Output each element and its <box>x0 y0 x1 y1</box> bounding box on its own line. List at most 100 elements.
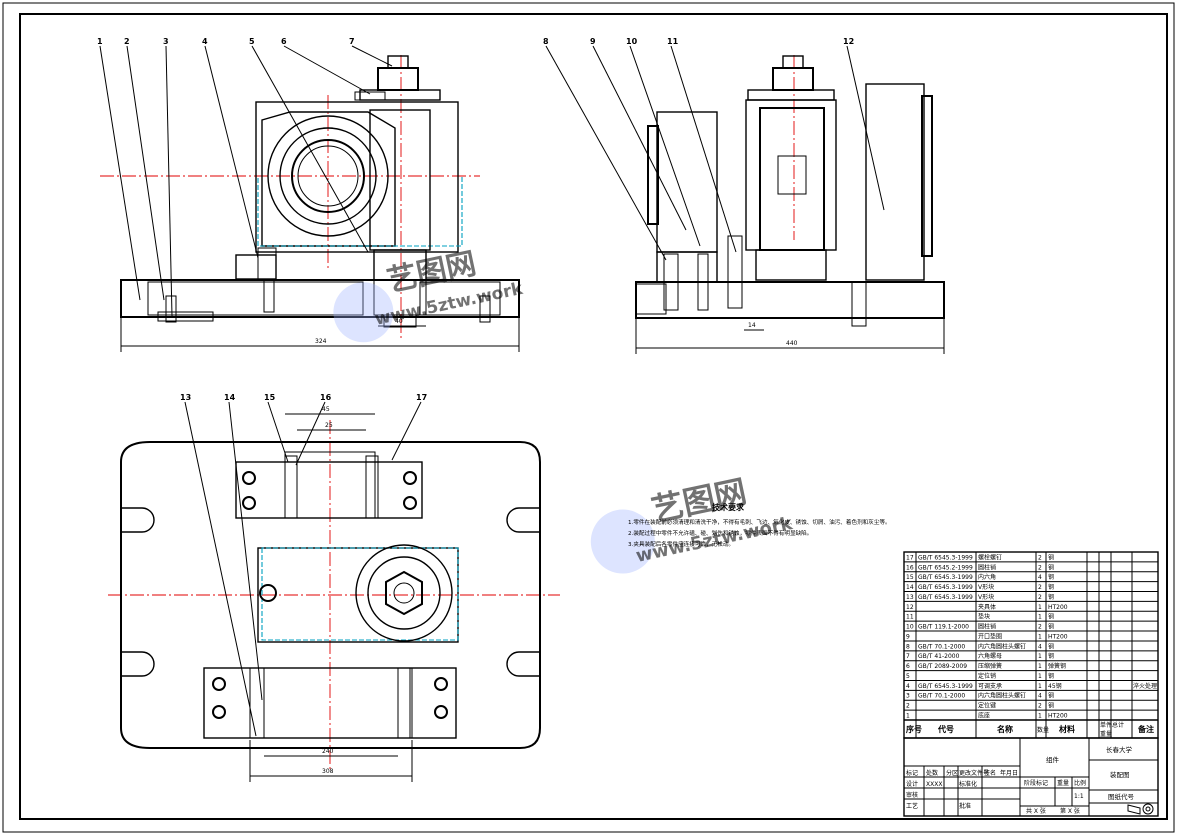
title-sheet: 共 X 张 <box>1026 807 1046 815</box>
dim-side-width: 440 <box>786 340 798 347</box>
bom-cell-name: 底座 <box>978 712 990 720</box>
top-view-slot-right-upper <box>506 507 540 533</box>
title-design-name: XXXX <box>926 781 942 788</box>
bom-cell-name: 定位键 <box>978 702 996 710</box>
top-view-clamp-washer <box>367 556 441 630</box>
bom-cell-code: GB/T 70.1-2000 <box>918 643 965 650</box>
front-view-nut <box>377 67 419 91</box>
bom-cell-qty: 1 <box>1038 673 1042 680</box>
front-view-workpiece-outer <box>267 115 389 237</box>
bom-cell-qty: 2 <box>1038 703 1042 710</box>
bom-cell-name: 垫块 <box>978 613 990 621</box>
part-label-12: 12 <box>843 37 854 46</box>
bom-cell-seq: 2 <box>906 703 910 710</box>
bom-cell-seq: 10 <box>906 624 914 631</box>
title-date: 年月日 <box>1000 769 1018 777</box>
bom-cell-qty: 1 <box>1038 614 1042 621</box>
bom-cell-name: 六角螺母 <box>978 652 1002 660</box>
bom-cell-name: 开口垫圈 <box>978 632 1002 640</box>
bom-cell-name: 内六角圆柱头螺钉 <box>978 642 1026 650</box>
title-mark: 标记 <box>906 769 918 777</box>
bom-cell-code: GB/T 6545.3-1999 <box>918 584 973 591</box>
title-drawing-code: 图纸代号 <box>1108 792 1135 801</box>
bom-header-weight: 重量 <box>1100 730 1112 738</box>
side-view-left-base <box>656 251 718 283</box>
title-review: 审核 <box>906 791 918 799</box>
bom-header-total-weight: 总计 <box>1112 721 1124 729</box>
dim-plan-slot-mid: 25 <box>325 422 333 429</box>
title-signature: 签名 <box>984 769 996 777</box>
technical-requirements: 技术要求 1.零件在装配前必须清理和清洗干净，不得有毛刺、飞边、氧化皮、锈蚀、切… <box>628 502 891 548</box>
bom-cell-code: GB/T 6545.3-1999 <box>918 554 973 561</box>
title-school: 长春大学 <box>1106 745 1133 754</box>
bom-cell-name: 圆柱销 <box>978 563 996 571</box>
part-label-9: 9 <box>590 37 596 46</box>
bom-cell-material: 弹簧钢 <box>1048 662 1066 670</box>
projection-symbol-inner <box>1145 806 1151 812</box>
bom-cell-qty: 4 <box>1038 693 1042 700</box>
title-standardize: 标准化 <box>959 780 977 788</box>
side-view-key <box>851 281 867 327</box>
bom-cell-code: GB/T 6545.3-1999 <box>918 683 973 690</box>
front-view-base <box>120 279 520 318</box>
bom-cell-qty: 1 <box>1038 713 1042 720</box>
bom-cell-code: GB/T 2089-2009 <box>918 663 967 670</box>
side-view-pin-body <box>759 107 825 251</box>
front-view-workpiece-bore <box>279 127 377 225</box>
title-scale-value: 1:1 <box>1074 793 1084 800</box>
bom-cell-material: HT200 <box>1048 604 1068 611</box>
bom-cell-material: 钢 <box>1048 702 1054 710</box>
part-label-17: 17 <box>416 393 427 402</box>
title-part: 组件 <box>1046 755 1060 764</box>
front-view-base-section-right <box>419 281 501 316</box>
top-view-slot-right-lower <box>506 651 540 677</box>
side-view-washer <box>747 89 835 101</box>
bom-cell-material: 钢 <box>1048 613 1054 621</box>
part-label-7: 7 <box>349 37 355 46</box>
title-process: 工艺 <box>906 802 918 810</box>
part-label-14: 14 <box>224 393 236 402</box>
side-view-pin-lower <box>755 249 827 281</box>
bom-cell-qty: 2 <box>1038 584 1042 591</box>
bom-cell-name: 内六角圆柱头螺钉 <box>978 692 1026 700</box>
top-view-bolt-6 <box>212 705 226 719</box>
bom-cell-seq: 17 <box>906 554 914 561</box>
projection-symbol-cone <box>1127 804 1141 815</box>
top-view-locating-outline <box>261 547 459 641</box>
bom-cell-qty: 1 <box>1038 683 1042 690</box>
bom-header-code: 代号 <box>937 724 954 734</box>
bom-cell-name: V形块 <box>978 583 994 591</box>
bom-cell-seq: 6 <box>906 663 910 670</box>
part-label-5: 5 <box>249 37 255 46</box>
side-view-left-block <box>656 111 718 253</box>
bom-cell-qty: 4 <box>1038 643 1042 650</box>
part-label-10: 10 <box>626 37 638 46</box>
bom-cell-name: 内六角 <box>978 573 996 581</box>
title-approve: 批准 <box>959 802 971 810</box>
tech-req-line-1: 1.零件在装配前必须清理和清洗干净，不得有毛刺、飞边、氧化皮、锈蚀、切屑、油污、… <box>628 518 891 526</box>
bom-cell-seq: 9 <box>906 633 910 640</box>
top-view-lower-pin-right <box>397 667 413 739</box>
top-view-bolt-3 <box>403 471 417 485</box>
bom-header-qty: 数量 <box>1037 726 1049 734</box>
dim-plan-slot-top: 45 <box>322 406 330 413</box>
bom-cell-material: 钢 <box>1048 573 1054 581</box>
bom-cell-seq: 12 <box>906 604 914 611</box>
bom-cell-material: 钢 <box>1048 553 1054 561</box>
dim-front-width: 324 <box>315 338 327 345</box>
sheet-inner-border <box>19 13 1168 820</box>
bom-cell-material: 钢 <box>1048 692 1054 700</box>
top-view-base-outline <box>120 441 541 749</box>
side-view-screw-left <box>663 253 679 311</box>
bom-cell-qty: 4 <box>1038 574 1042 581</box>
top-view-upper-pin-right <box>365 455 379 519</box>
front-view-workpiece-hole <box>297 145 359 207</box>
bom-cell-seq: 5 <box>906 673 910 680</box>
dim-plan-bottom-a: 240 <box>322 748 334 755</box>
title-block: 组件 长春大学 装配图 图纸代号 阶段标记 重量 比例 1:1 共 X 张 第 … <box>903 737 1159 817</box>
side-view-stud <box>782 55 804 69</box>
part-label-15: 15 <box>264 393 276 402</box>
